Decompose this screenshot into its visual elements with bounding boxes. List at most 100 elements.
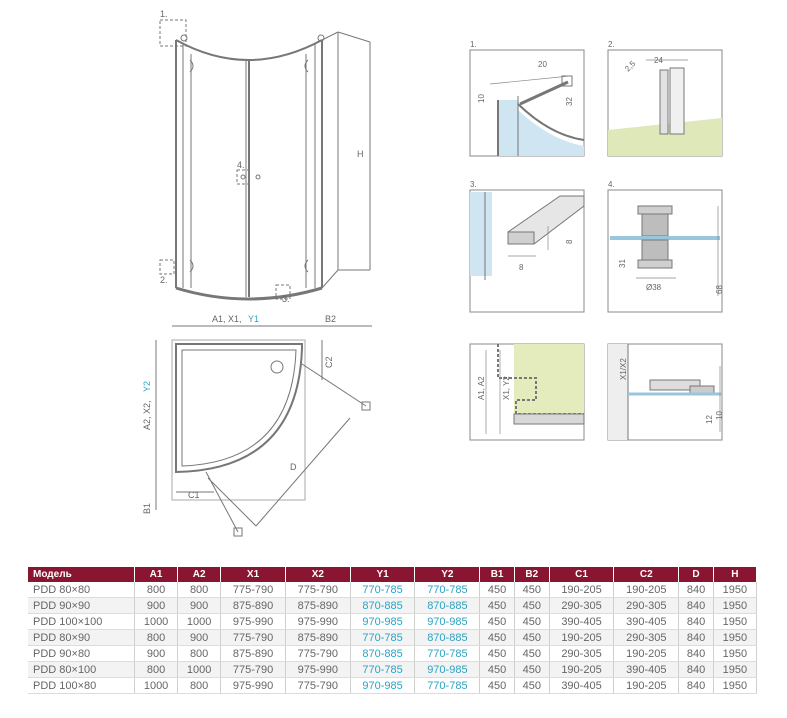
detail-6-dim-12: 12	[705, 415, 714, 424]
cell-c1: 190-205	[549, 661, 615, 678]
cell-h: 1950	[713, 629, 758, 646]
cell-c2: 290-305	[613, 629, 680, 646]
cell-x2: 775-790	[285, 645, 351, 662]
plan-dim-left-y: Y2	[142, 381, 152, 392]
technical-drawing: 1. 2. 3. 4. H A1, X1, Y1 B2 A2, X2, Y2 C…	[142, 9, 724, 537]
cell-c1: 390-405	[549, 677, 615, 694]
cell-d: 840	[678, 582, 714, 598]
header-y2: Y2	[414, 567, 481, 582]
cell-y2: 970-985	[414, 613, 481, 630]
detail-5-dim-x: X1, Y2	[502, 376, 511, 400]
plan-dim-top-y: Y1	[248, 314, 259, 324]
header-y1: Y1	[350, 567, 416, 582]
cell-y1: 770-785	[350, 629, 416, 646]
cell-h: 1950	[713, 597, 758, 614]
detail-4-dim-diameter: Ø38	[646, 283, 662, 292]
cell-model: PDD 80×100	[28, 661, 136, 678]
cell-d: 840	[678, 613, 714, 630]
detail-1-dim-10: 10	[477, 94, 486, 103]
dimensions-table: Модель A1 A2 X1 X2 Y1 Y2 B1 B2 C1 C2 D H…	[28, 567, 758, 694]
cell-d: 840	[678, 661, 714, 678]
plan-dim-b1: B1	[142, 503, 152, 514]
cell-a2: 900	[177, 629, 222, 646]
detail-6-dim-x: X1/X2	[619, 358, 628, 380]
header-x2: X2	[285, 567, 351, 582]
cell-model: PDD 80×90	[28, 629, 136, 646]
cell-d: 840	[678, 677, 714, 694]
cell-h: 1950	[713, 582, 758, 598]
cell-a1: 800	[134, 582, 179, 598]
cell-model: PDD 80×80	[28, 582, 136, 598]
cell-d: 840	[678, 597, 714, 614]
callout-2: 2.	[160, 275, 168, 285]
cell-y1: 770-785	[350, 582, 416, 598]
cell-y1: 970-985	[350, 613, 416, 630]
cell-c2: 190-205	[613, 582, 680, 598]
cell-b2: 450	[514, 677, 550, 694]
plan-dim-c2: C2	[324, 356, 334, 368]
cell-c2: 390-405	[613, 613, 680, 630]
cell-h: 1950	[713, 677, 758, 694]
cell-b1: 450	[479, 661, 515, 678]
cell-x1: 775-790	[220, 629, 286, 646]
cell-b2: 450	[514, 661, 550, 678]
cell-x2: 775-790	[285, 582, 351, 598]
callout-3: 3.	[282, 294, 290, 304]
detail-6	[607, 343, 723, 441]
detail-1-dim-20: 20	[538, 60, 547, 69]
cell-y2: 770-785	[414, 645, 481, 662]
cell-c2: 190-205	[613, 677, 680, 694]
cell-c2: 290-305	[613, 597, 680, 614]
cell-y1: 970-985	[350, 677, 416, 694]
cell-x1: 975-990	[220, 613, 286, 630]
cell-x2: 975-990	[285, 661, 351, 678]
cell-x2: 875-890	[285, 597, 351, 614]
plan-dim-top-b: B2	[325, 314, 336, 324]
cell-b1: 450	[479, 645, 515, 662]
plan-dim-top-a: A1, X1,	[212, 314, 242, 324]
cell-c1: 390-405	[549, 613, 615, 630]
cell-a1: 800	[134, 629, 179, 646]
plan-dim-d: D	[290, 462, 297, 472]
cell-c1: 190-205	[549, 629, 615, 646]
cell-x1: 775-790	[220, 582, 286, 598]
cell-c1: 290-305	[549, 645, 615, 662]
cell-a1: 800	[134, 661, 179, 678]
cell-y1: 870-885	[350, 597, 416, 614]
cell-a2: 800	[177, 677, 222, 694]
cell-d: 840	[678, 645, 714, 662]
cell-y2: 770-785	[414, 582, 481, 598]
cell-a2: 800	[177, 582, 222, 598]
cell-b2: 450	[514, 597, 550, 614]
cell-b2: 450	[514, 629, 550, 646]
cell-y1: 870-885	[350, 645, 416, 662]
detail-5-dim-a: A1, A2	[477, 376, 486, 400]
cell-model: PDD 100×100	[28, 613, 136, 630]
cell-c1: 190-205	[549, 582, 615, 598]
plan-dim-c1: C1	[188, 490, 200, 500]
detail-1	[469, 49, 585, 157]
detail-2	[607, 49, 723, 157]
header-d: D	[678, 567, 714, 582]
cell-a2: 800	[177, 645, 222, 662]
callout-1: 1.	[160, 9, 168, 19]
elevation-view	[159, 19, 371, 301]
cell-a1: 900	[134, 597, 179, 614]
detail-1-dim-32: 32	[565, 97, 574, 106]
cell-a1: 1000	[134, 613, 179, 630]
cell-a2: 1000	[177, 661, 222, 678]
cell-h: 1950	[713, 645, 758, 662]
header-h: H	[713, 567, 758, 582]
cell-a2: 900	[177, 597, 222, 614]
cell-x2: 775-790	[285, 677, 351, 694]
cell-b1: 450	[479, 613, 515, 630]
detail-2-dim-24: 24	[654, 56, 663, 65]
detail-4-dim-31: 31	[618, 259, 627, 268]
cell-b2: 450	[514, 582, 550, 598]
detail-3	[469, 189, 585, 313]
cell-h: 1950	[713, 613, 758, 630]
